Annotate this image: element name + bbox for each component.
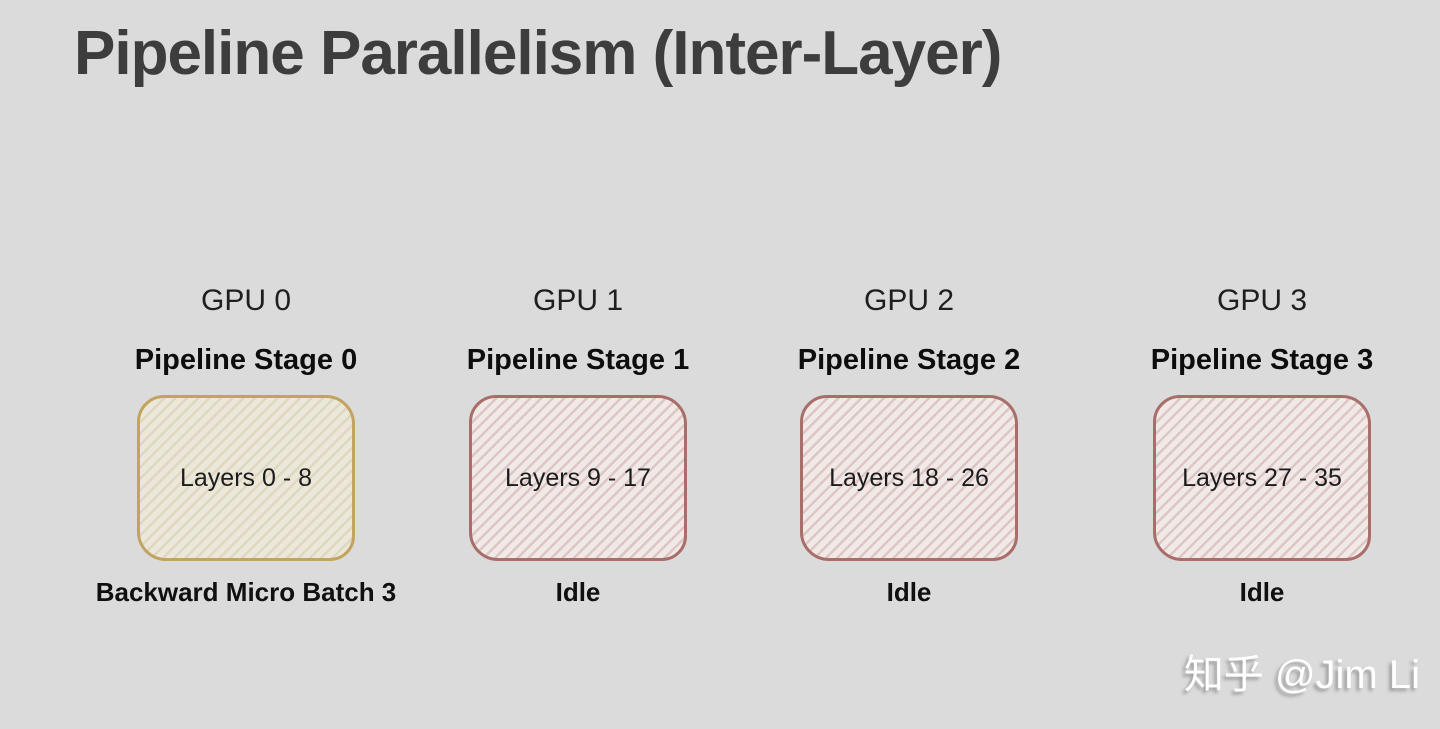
page-title: Pipeline Parallelism (Inter-Layer) <box>74 19 1002 88</box>
status-label: Backward Micro Batch 3 <box>95 577 397 607</box>
status-label: Idle <box>886 577 932 607</box>
stage-box-idle: Layers 9 - 17 <box>469 395 687 561</box>
stage-box-idle: Layers 27 - 35 <box>1153 395 1371 561</box>
pipeline-stage-label: Pipeline Stage 1 <box>466 344 690 376</box>
gpu-label: GPU 2 <box>863 284 955 317</box>
gpu-column-2: GPU 2 Pipeline Stage 2 Layers 18 - 26 Id… <box>769 284 1049 608</box>
layers-range-label: Layers 0 - 8 <box>179 463 312 492</box>
layers-range-label: Layers 9 - 17 <box>505 463 651 492</box>
status-label: Idle <box>1239 577 1285 607</box>
zhihu-watermark: 知乎 @Jim Li <box>1183 653 1420 697</box>
gpu-column-1: GPU 1 Pipeline Stage 1 Layers 9 - 17 Idl… <box>438 284 718 608</box>
gpu-column-3: GPU 3 Pipeline Stage 3 Layers 27 - 35 Id… <box>1122 284 1402 608</box>
gpu-column-0: GPU 0 Pipeline Stage 0 Layers 0 - 8 Back… <box>96 284 397 608</box>
layers-range-label: Layers 27 - 35 <box>1182 463 1342 492</box>
stage-box-idle: Layers 18 - 26 <box>800 395 1018 561</box>
pipeline-stage-label: Pipeline Stage 3 <box>1150 344 1374 376</box>
layers-range-label: Layers 18 - 26 <box>829 463 989 492</box>
status-label: Idle <box>555 577 601 607</box>
stage-box-backward: Layers 0 - 8 <box>137 395 355 561</box>
gpu-label: GPU 3 <box>1216 284 1308 317</box>
gpu-label: GPU 0 <box>200 284 292 317</box>
pipeline-stage-label: Pipeline Stage 0 <box>134 344 358 376</box>
gpu-label: GPU 1 <box>532 284 624 317</box>
pipeline-stage-label: Pipeline Stage 2 <box>797 344 1021 376</box>
